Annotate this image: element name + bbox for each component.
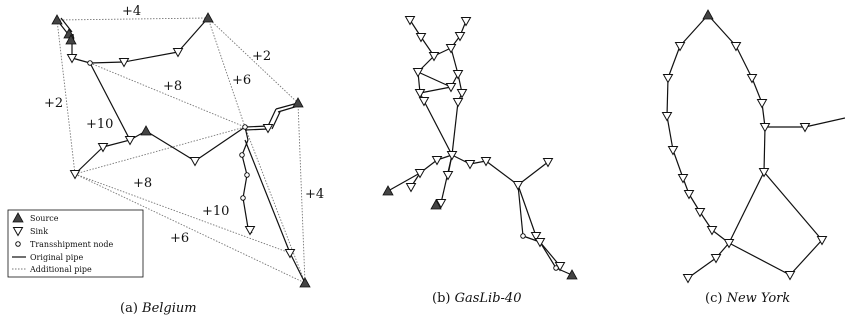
sink-node: [190, 157, 200, 166]
sink-node: [513, 181, 523, 190]
sink-node: [263, 124, 273, 133]
sink-node: [415, 89, 425, 98]
transshipment-node: [520, 233, 526, 239]
sink-node: [662, 112, 672, 121]
gaslib-nodes: [382, 16, 578, 280]
newyork-nodes: [662, 9, 827, 283]
legend-box: [7, 209, 144, 278]
sink-node: [415, 169, 425, 178]
transshipment-node: [242, 124, 248, 130]
legend-sink-label: Sink: [30, 227, 48, 236]
belgium-edge-labels: +4 +2 +6 +8 +2 +10 +8 +10 +4 +6: [44, 4, 324, 246]
caption-a-prefix: (a): [120, 301, 142, 316]
legend-transshipment-label: Transshipment node: [30, 240, 113, 249]
sink-node: [465, 160, 475, 169]
additional-pipes: [56, 17, 306, 284]
sink-node: [757, 99, 767, 108]
sink-node: [453, 70, 463, 79]
source-node: [51, 14, 63, 25]
sink-node: [446, 44, 456, 53]
sink-node: [432, 156, 442, 165]
caption-a-name: Belgium: [141, 301, 197, 316]
sink-node: [285, 249, 295, 258]
transshipment-node: [244, 172, 250, 178]
caption-b-prefix: (b): [432, 291, 455, 306]
sink-node: [457, 89, 467, 98]
sink-node: [711, 254, 721, 263]
edge-label: +10: [86, 117, 113, 132]
sink-node: [731, 42, 741, 51]
sink-node: [443, 171, 453, 180]
sink-node: [747, 74, 757, 83]
caption-a: (a) Belgium: [120, 301, 197, 316]
sink-node: [684, 190, 694, 199]
source-node: [566, 269, 578, 280]
source-node: [202, 12, 214, 23]
sink-node: [695, 208, 705, 217]
source-node: [292, 97, 304, 108]
legend-original-label: Original pipe: [30, 253, 83, 262]
sink-node: [416, 33, 426, 42]
newyork-panel: (c) New York: [662, 9, 845, 306]
caption-b-name: GasLib-40: [455, 291, 522, 306]
caption-c-name: New York: [726, 291, 791, 306]
sink-node: [785, 271, 795, 280]
gaslib-pipes: [387, 19, 573, 276]
transshipment-node: [87, 60, 93, 66]
transshipment-node: [553, 265, 559, 271]
sink-node: [245, 226, 255, 235]
caption-b: (b) GasLib-40: [432, 291, 521, 306]
sink-node: [663, 74, 673, 83]
gaslib-panel: (b) GasLib-40: [382, 16, 578, 306]
transshipment-node: [239, 152, 245, 158]
sink-node: [675, 42, 685, 51]
sink-node: [707, 226, 717, 235]
sink-node: [405, 16, 415, 25]
edge-label: +2: [252, 49, 271, 64]
edge-label: +8: [163, 79, 182, 94]
newyork-pipes: [666, 14, 845, 279]
caption-c-prefix: (c): [705, 291, 727, 306]
sink-node: [678, 174, 688, 183]
legend-source-label: Source: [30, 214, 59, 223]
sink-node: [453, 98, 463, 107]
edge-label: +2: [44, 96, 63, 111]
edge-label: +10: [202, 204, 229, 219]
source-node: [140, 125, 152, 136]
source-node: [702, 9, 714, 20]
sink-node: [683, 274, 693, 283]
edge-label: +8: [133, 176, 152, 191]
sink-node: [461, 17, 471, 26]
transshipment-node: [240, 195, 246, 201]
sink-node: [413, 68, 423, 77]
sink-node: [668, 146, 678, 155]
edge-label: +4: [122, 4, 141, 19]
edge-label: +4: [305, 187, 324, 202]
belgium-panel: +4 +2 +6 +8 +2 +10 +8 +10 +4 +6 Source S…: [7, 4, 324, 316]
caption-c: (c) New York: [705, 291, 790, 306]
edge-label: +6: [170, 231, 189, 246]
sink-node: [70, 170, 80, 179]
edge-label: +6: [232, 73, 251, 88]
source-node: [382, 185, 394, 196]
sink-node: [419, 97, 429, 106]
legend: Source Sink Transshipment node Original …: [7, 209, 144, 278]
sink-node: [406, 183, 416, 192]
legend-additional-label: Additional pipe: [29, 265, 92, 274]
source-node: [299, 277, 311, 288]
sink-node: [543, 158, 553, 167]
legend-transshipment-icon: [15, 241, 21, 247]
